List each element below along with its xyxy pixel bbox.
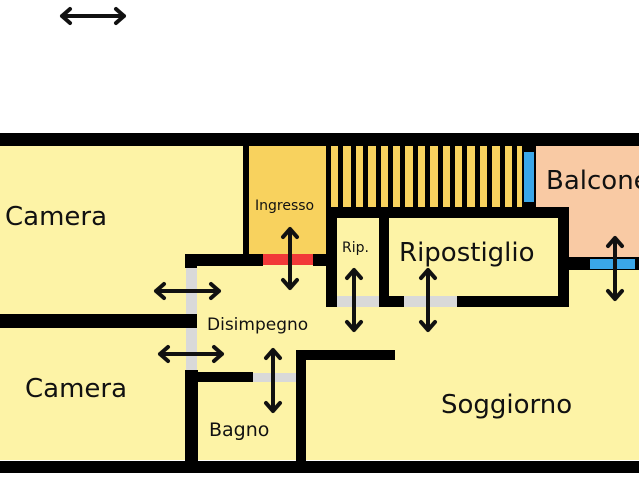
wall-disimpegno-left-top [185,254,197,268]
label-camera-top: Camera [5,202,108,232]
stair-tread [450,145,455,207]
wall-disimpegno-top-left [185,254,263,266]
wall-ingresso-left [243,145,249,260]
opening-rip [337,296,379,307]
wall-rip-right [379,210,389,307]
stair-tread [487,145,493,207]
wall-rip-left [326,207,337,307]
wall-soggiorno-top [296,350,395,360]
double-arrow-icon-ingresso [281,227,299,290]
double-arrow-icon-rip [345,268,363,332]
stair-tread [462,145,468,207]
label-bagno: Bagno [209,419,270,441]
stair-tread [512,145,517,207]
stair-tread [350,145,356,207]
wall-bagno-left [185,370,198,465]
stair-tread [400,145,406,207]
wall-stairs-bottom [326,207,569,218]
label-soggiorno: Soggiorno [441,390,573,420]
double-arrow-icon-camera-bottom [158,345,224,363]
window-stairs [524,152,534,202]
stair-tread [363,145,369,207]
stair-tread [474,145,480,207]
stair-tread [388,145,393,207]
stair-tread [375,145,381,207]
label-balcone: Balcone [546,166,639,196]
stair-tread [326,145,331,207]
opening-ripostiglio [404,296,457,307]
wall-bagno-top [185,372,253,382]
opening-camera-bottom [186,328,197,370]
stair-tread [437,145,443,207]
double-arrow-icon-ripostiglio [419,268,437,332]
label-camera-bottom: Camera [25,374,128,404]
wall-bagno-right [296,350,306,465]
room-ripostiglio [388,218,558,298]
wall-camera-divider [0,314,197,328]
wall-disimpegno-top-right [313,254,328,266]
wall-ripostiglio-right [558,207,569,307]
stair-tread [425,145,431,207]
label-ripostiglio: Ripostiglio [399,238,535,268]
window-balcone [590,259,635,269]
label-rip: Rip. [342,240,369,256]
wall-top [0,133,639,146]
label-disimpegno: Disimpegno [207,315,309,335]
double-arrow-icon-legend [60,7,126,25]
stair-tread [412,145,418,207]
double-arrow-icon-camera-top [154,282,221,300]
stair-tread [338,145,344,207]
wall-bottom [0,461,639,473]
double-arrow-icon-bagno [264,348,282,413]
wall-ripostiglio-bottom-a [379,296,404,307]
room-rip [337,218,379,298]
label-ingresso: Ingresso [255,198,315,214]
double-arrow-icon-balcone [606,236,624,301]
wall-ripostiglio-bottom-b [457,296,569,307]
room-camera-bottom [0,320,190,460]
stair-tread [499,145,505,207]
